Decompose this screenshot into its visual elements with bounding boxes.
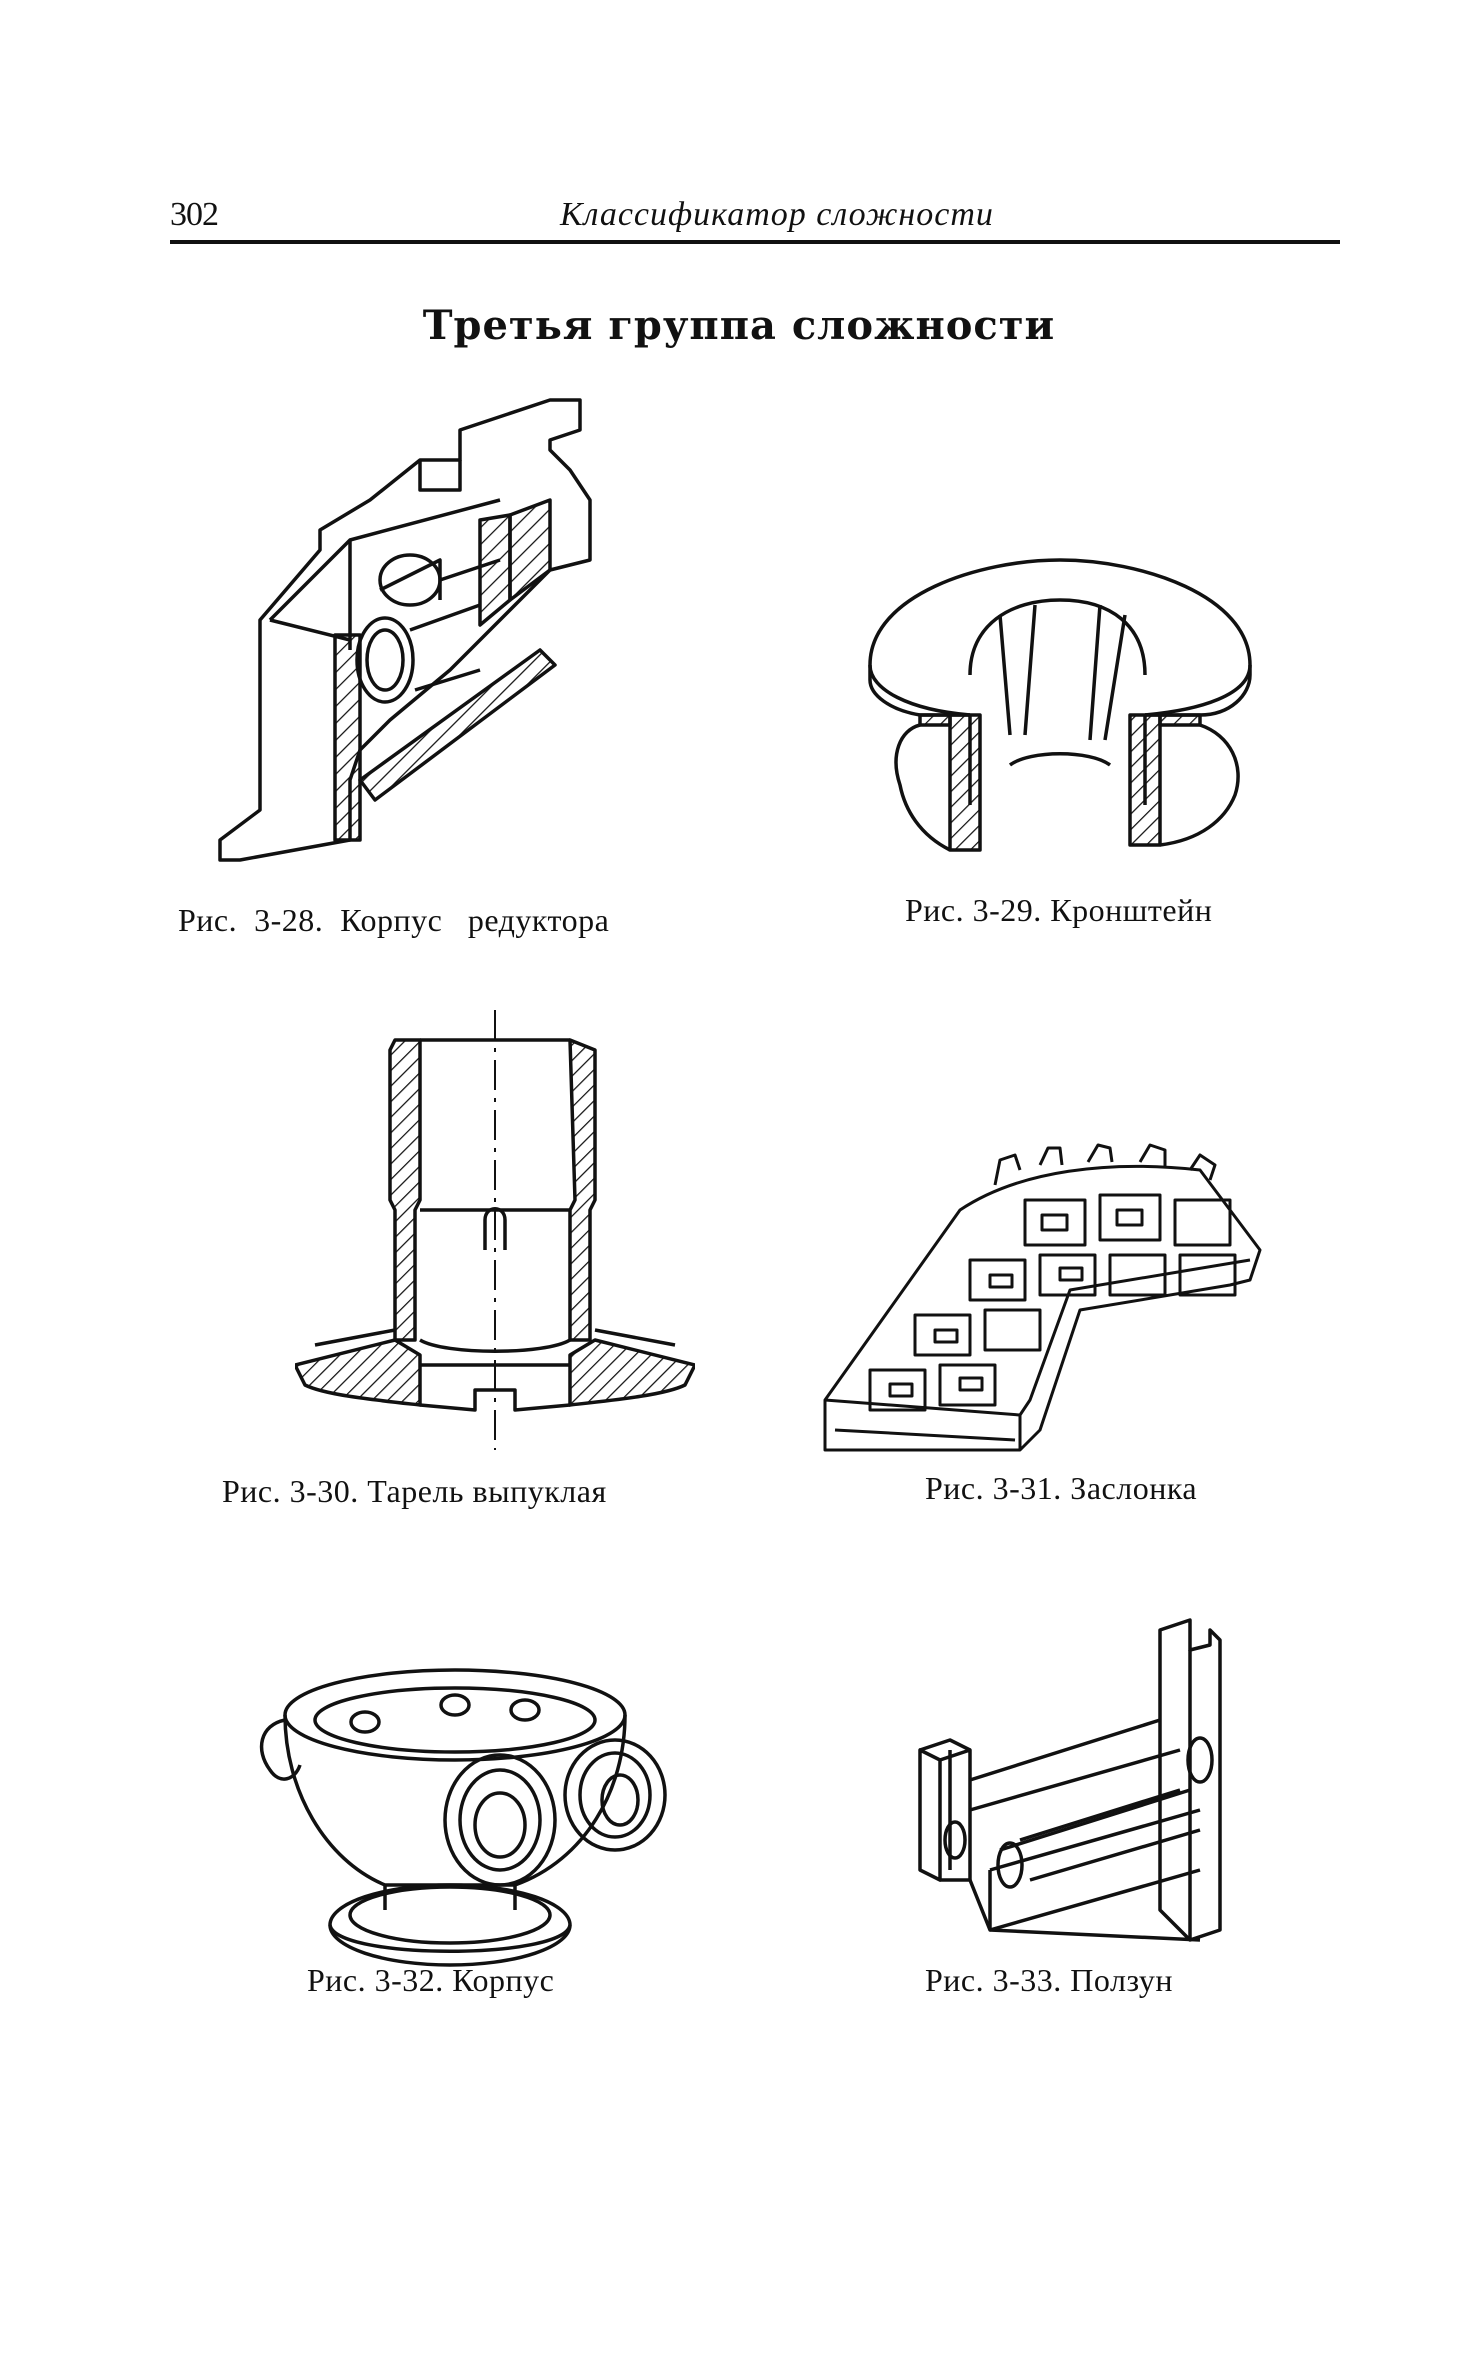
figure-caption: Рис. 3-31. Заслонка xyxy=(925,1470,1198,1506)
damper-grid-drawing xyxy=(820,1140,1270,1460)
figure-caption: Рис. 3-32. Корпус xyxy=(307,1962,555,1998)
page-number: 302 xyxy=(170,196,219,233)
housing-drawing xyxy=(255,1660,695,1990)
figure-caption: Рис. 3-28. Корпус редуктора xyxy=(178,902,610,938)
gearbox-housing-drawing xyxy=(210,390,690,870)
convex-plate-drawing xyxy=(295,1010,695,1450)
slider-drawing xyxy=(910,1610,1270,1950)
section-title: Третья группа сложности xyxy=(422,302,1056,349)
header-rule xyxy=(170,240,1340,244)
figure-caption: Рис. 3-29. Кронштейн xyxy=(905,892,1213,928)
running-title: Классификатор сложности xyxy=(560,196,994,233)
figure-caption: Рис. 3-30. Тарель выпуклая xyxy=(222,1473,607,1509)
bracket-drawing xyxy=(860,555,1260,855)
figure-caption: Рис. 3-33. Ползун xyxy=(925,1962,1174,1998)
